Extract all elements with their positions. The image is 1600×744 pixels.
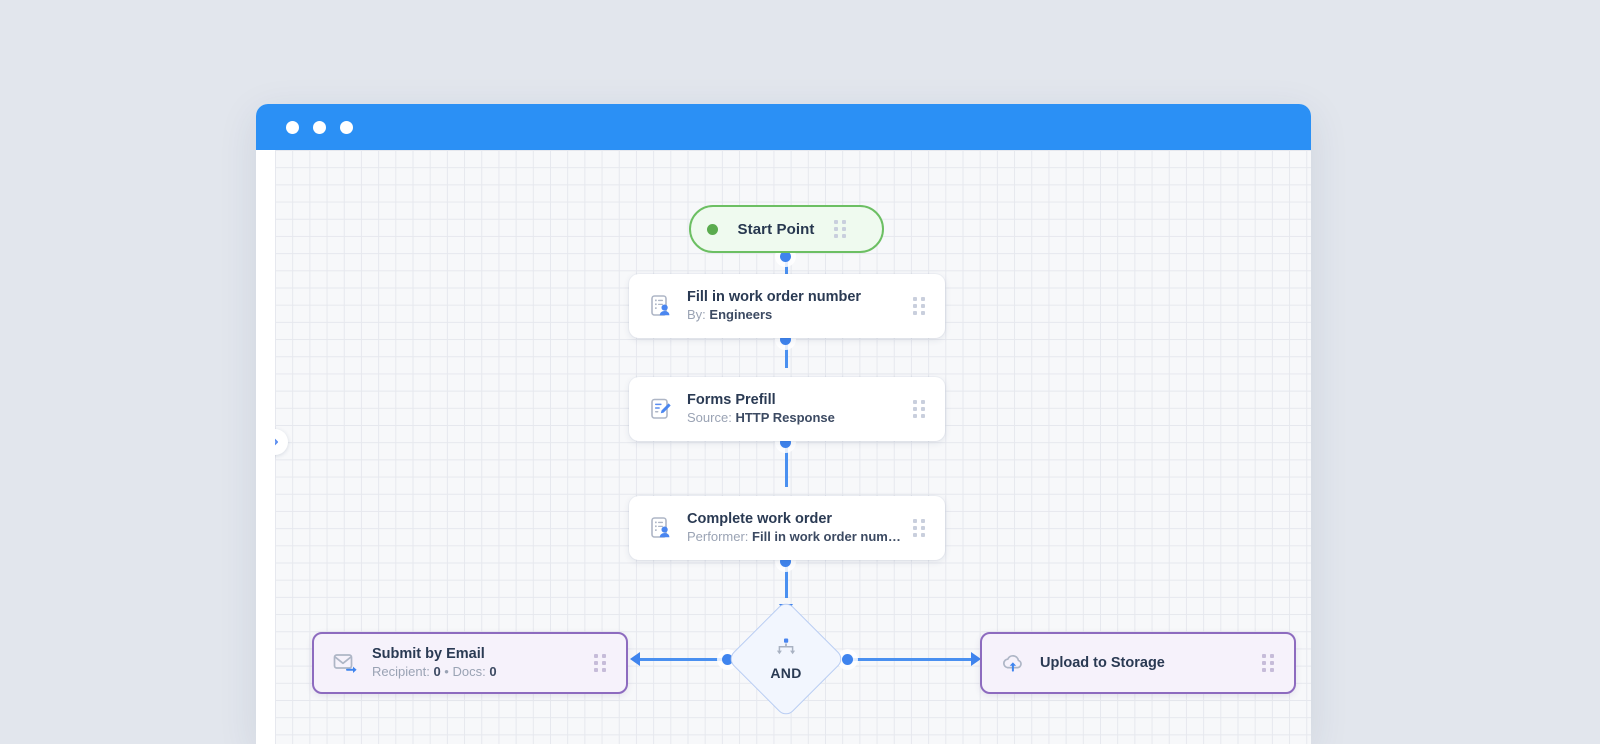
node-meta-label-recipient: Recipient:	[372, 664, 430, 680]
connector-arrowhead	[630, 652, 640, 666]
node-title: Forms Prefill	[687, 391, 776, 408]
drag-handle-icon[interactable]	[594, 654, 606, 672]
window-body: Start Point	[256, 150, 1311, 744]
node-subtitle: By: Engineers	[687, 307, 772, 322]
drag-handle-icon[interactable]	[913, 519, 925, 537]
node-text-block: Upload to Storage	[1040, 654, 1262, 672]
email-send-icon	[330, 647, 362, 679]
minimize-dot[interactable]	[313, 120, 326, 134]
meta-separator: •	[444, 664, 449, 680]
connector-source-dot[interactable]	[722, 654, 733, 665]
node-forms-prefill[interactable]: Forms Prefill Source: HTTP Response	[629, 377, 945, 441]
browser-window: Start Point	[256, 104, 1311, 744]
node-upload-to-storage[interactable]: Upload to Storage	[980, 632, 1296, 694]
node-subtitle: Recipient: 0 • Docs: 0	[372, 664, 497, 679]
node-subtitle-label: By:	[687, 307, 706, 323]
node-meta-value-docs: 0	[489, 664, 497, 680]
form-assignee-icon	[645, 290, 677, 322]
connector-source-dot[interactable]	[780, 251, 791, 262]
connector-source-dot[interactable]	[780, 334, 791, 345]
panel-expand-button[interactable]	[275, 429, 288, 455]
node-text-block: Complete work order Performer: Fill in w…	[687, 510, 913, 546]
connector-line	[785, 340, 788, 368]
green-circle-icon	[707, 223, 718, 235]
node-subtitle-label: Performer:	[687, 529, 749, 545]
node-title: Fill in work order number	[687, 288, 862, 305]
node-subtitle: Source: HTTP Response	[687, 410, 835, 425]
node-title: Submit by Email	[372, 645, 485, 662]
connector-arrowhead	[971, 652, 981, 666]
node-start-point[interactable]: Start Point	[689, 205, 884, 253]
node-submit-by-email[interactable]: Submit by Email Recipient: 0 • Docs: 0	[312, 632, 628, 694]
maximize-dot[interactable]	[340, 120, 353, 134]
drag-handle-icon[interactable]	[1262, 654, 1274, 672]
node-meta-value-recipient: 0	[433, 664, 441, 680]
node-subtitle-value: Fill in work order num…	[752, 529, 901, 545]
drag-handle-icon[interactable]	[913, 400, 925, 418]
left-rail	[256, 150, 275, 744]
connector-line	[847, 658, 972, 661]
connector-line	[785, 257, 788, 285]
connector-line	[637, 658, 729, 661]
node-start-point-label: Start Point	[737, 220, 815, 238]
cloud-upload-icon	[998, 647, 1030, 679]
connector-line	[785, 443, 788, 487]
node-text-block: Fill in work order number By: Engineers	[687, 288, 913, 324]
drag-handle-icon[interactable]	[913, 297, 925, 315]
workflow-canvas[interactable]: Start Point	[275, 150, 1311, 744]
split-branch-icon	[773, 637, 799, 662]
node-text-block: Submit by Email Recipient: 0 • Docs: 0	[372, 645, 594, 681]
node-text-block: Forms Prefill Source: HTTP Response	[687, 391, 913, 427]
node-subtitle-value: HTTP Response	[735, 410, 835, 426]
connector-source-dot[interactable]	[780, 556, 791, 567]
gateway-content: AND	[770, 637, 801, 681]
close-dot[interactable]	[286, 120, 299, 134]
document-edit-icon	[645, 393, 677, 425]
connector-source-dot[interactable]	[842, 654, 853, 665]
node-complete-work-order[interactable]: Complete work order Performer: Fill in w…	[629, 496, 945, 560]
node-subtitle-value: Engineers	[709, 307, 773, 323]
node-subtitle-label: Source:	[687, 410, 732, 426]
connector-source-dot[interactable]	[780, 437, 791, 448]
node-fill-in-work-order-number[interactable]: Fill in work order number By: Engineers	[629, 274, 945, 338]
form-assignee-icon	[645, 512, 677, 544]
connector-line	[785, 562, 788, 598]
drag-handle-icon[interactable]	[834, 220, 846, 238]
node-meta-label-docs: Docs:	[452, 664, 486, 680]
node-title: Complete work order	[687, 510, 833, 527]
node-subtitle: Performer: Fill in work order num…	[687, 529, 901, 544]
window-titlebar	[256, 104, 1311, 150]
node-title: Upload to Storage	[1040, 654, 1165, 671]
chevron-right-icon	[275, 436, 280, 448]
node-and-gateway-label: AND	[770, 665, 802, 681]
node-and-gateway[interactable]: AND	[726, 599, 846, 719]
